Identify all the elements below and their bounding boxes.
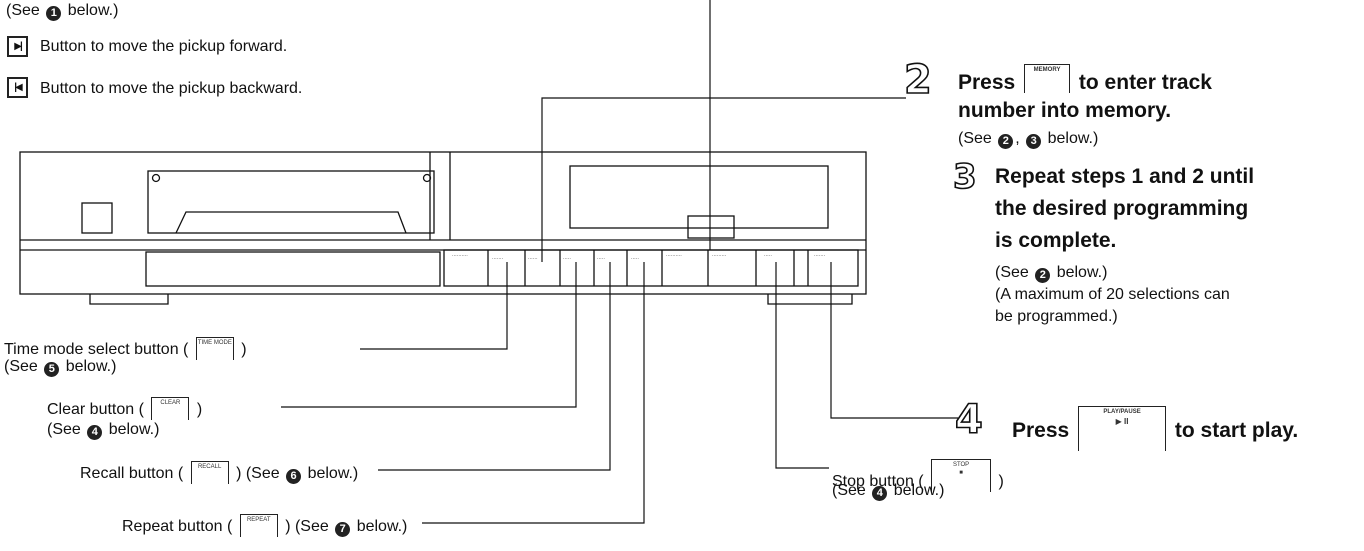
- step-3-note-2: be programmed.): [995, 308, 1118, 325]
- recall-button-icon: RECALL: [190, 461, 229, 484]
- step-4-number: 4: [954, 397, 983, 443]
- button-strip: [443, 249, 859, 287]
- memory-button-icon: MEMORY: [1024, 64, 1071, 93]
- svg-text:·······: ·······: [492, 256, 504, 262]
- clear-see: (See 4 below.): [47, 421, 160, 440]
- step-3-line-3: is complete.: [995, 229, 1117, 252]
- svg-text:·····: ·····: [631, 256, 639, 262]
- svg-text:··········: ··········: [666, 253, 682, 259]
- svg-text:··········: ··········: [452, 253, 468, 259]
- skip-backward-icon: |◀: [7, 77, 28, 98]
- clear-button-icon: CLEAR: [151, 397, 190, 420]
- repeat-callout: Repeat button ( REPEAT ) (See 7 below.): [122, 514, 407, 537]
- svg-text:······: ······: [528, 256, 538, 262]
- step-2-see: (See 2, 3 below.): [958, 130, 1099, 149]
- svg-text:·······: ·······: [814, 253, 826, 259]
- step-2-line-1: Press MEMORY to enter track: [958, 64, 1212, 95]
- clear-callout: Clear button ( CLEAR ): [47, 397, 202, 420]
- step-3-see: (See 2 below.): [995, 264, 1108, 283]
- step-3-line-2: the desired programming: [995, 197, 1249, 220]
- skip-forward-icon: ▶|: [7, 36, 28, 57]
- step-2-line-2: number into memory.: [958, 99, 1172, 122]
- repeat-button-icon: REPEAT: [239, 514, 278, 537]
- power-button: [81, 202, 113, 234]
- svg-text:·····: ·····: [563, 256, 571, 262]
- step-3-line-1: Repeat steps 1 and 2 until: [995, 165, 1255, 188]
- disc-tray: [147, 170, 435, 234]
- step-3-number: 3: [952, 156, 977, 198]
- circled-number: 1: [46, 6, 62, 21]
- svg-text:·····: ·····: [597, 256, 605, 262]
- backward-description: Button to move the pickup backward.: [40, 80, 303, 97]
- display-window: [569, 165, 829, 229]
- time-mode-button-icon: TIME MODE: [195, 337, 234, 360]
- recall-callout: Recall button ( RECALL ) (See 6 below.): [80, 461, 358, 484]
- stop-see: (See 4 below.): [832, 482, 945, 501]
- stop-callout: Stop button ( STOP ■ ): [832, 459, 1004, 492]
- step-3-note-1: (A maximum of 20 selections can: [995, 286, 1230, 303]
- forward-description: Button to move the pickup forward.: [40, 38, 288, 55]
- svg-text:·········: ·········: [712, 253, 727, 259]
- stop-button-icon: STOP ■: [931, 459, 992, 492]
- time-mode-see: (See 5 below.): [4, 358, 117, 377]
- time-mode-callout: Time mode select button ( TIME MODE ): [4, 337, 247, 360]
- svg-text:·····: ·····: [764, 253, 772, 259]
- play-pause-button-icon: PLAY/PAUSE ▶ II: [1078, 406, 1167, 451]
- player-body: [19, 151, 867, 295]
- step-2-number: 2: [903, 57, 932, 103]
- step-4-line: Press PLAY/PAUSE ▶ II to start play.: [1012, 406, 1298, 451]
- see-note-1: (See 1 below.): [6, 2, 119, 21]
